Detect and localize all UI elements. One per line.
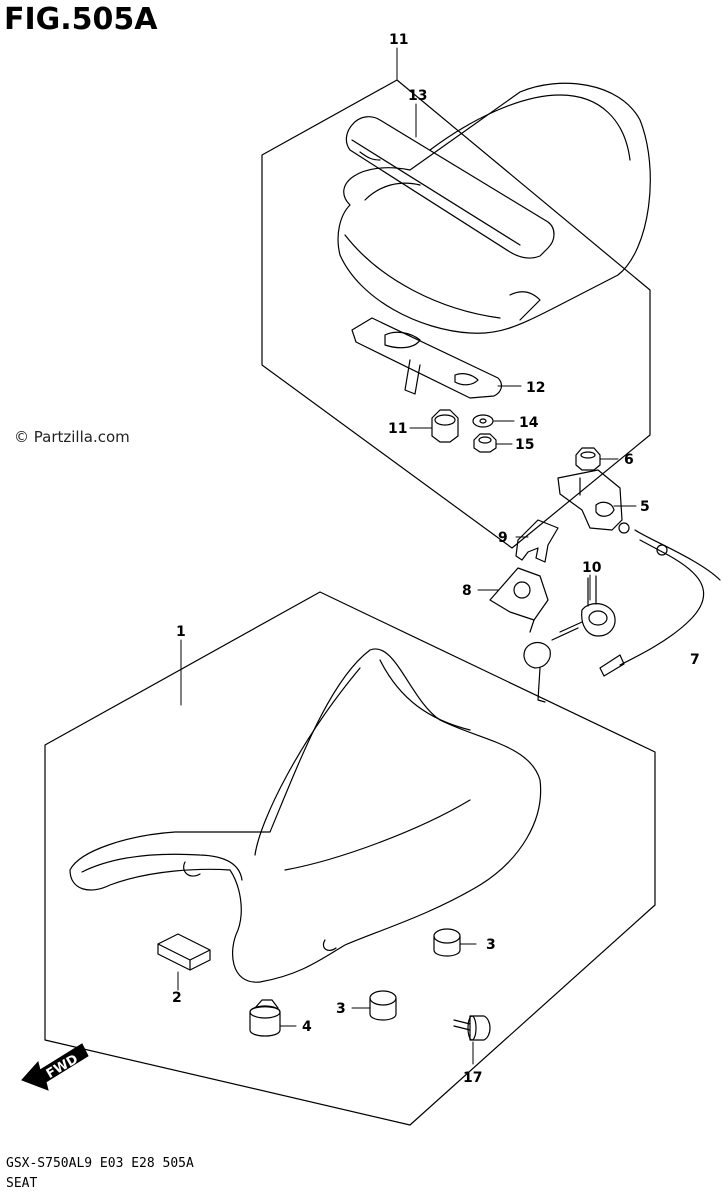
seat-bracket-part bbox=[351, 317, 503, 399]
leader-lines bbox=[177, 47, 637, 1065]
lock-cylinder-part bbox=[523, 575, 616, 703]
nut-part-16 bbox=[473, 433, 497, 453]
callout-8: 8 bbox=[462, 583, 472, 599]
callout-2: 2 bbox=[172, 990, 182, 1006]
watermark: © Partzilla.com bbox=[14, 428, 130, 446]
callout-1: 1 bbox=[176, 624, 186, 640]
bolt-part-17 bbox=[453, 1015, 491, 1041]
figure-title: FIG.505A bbox=[4, 2, 158, 37]
front-seat-group-frame bbox=[44, 591, 656, 1126]
seat-lock-cable-part bbox=[599, 529, 721, 677]
nut-part-6 bbox=[575, 447, 601, 471]
cushion-part-4 bbox=[249, 999, 281, 1037]
washer-part bbox=[472, 414, 494, 428]
callout-labels: 11 13 12 11 14 15 6 5 9 10 8 7 1 2 3 3 4… bbox=[172, 32, 700, 1086]
callout-14: 13 bbox=[408, 88, 427, 104]
callout-7: 7 bbox=[690, 652, 700, 668]
callout-9: 9 bbox=[498, 530, 508, 546]
cushion-part-3a bbox=[433, 928, 461, 957]
model-code: GSX-S750AL9 E03 E28 505A bbox=[6, 1156, 194, 1171]
callout-5: 5 bbox=[640, 499, 650, 515]
callout-3a: 3 bbox=[486, 937, 496, 953]
callout-16: 15 bbox=[515, 437, 534, 453]
rear-seat-group-frame bbox=[261, 79, 651, 549]
damper-part-2 bbox=[157, 933, 211, 971]
callout-17: 17 bbox=[463, 1070, 482, 1086]
callout-10: 10 bbox=[582, 560, 602, 576]
forward-direction-arrow: FWD bbox=[21, 1043, 89, 1091]
cushion-part-12 bbox=[431, 409, 459, 443]
callout-3b: 3 bbox=[336, 1001, 346, 1017]
grab-strap-part bbox=[345, 116, 555, 259]
callout-15: 14 bbox=[519, 415, 539, 431]
callout-6: 6 bbox=[624, 452, 634, 468]
seat-lock-part bbox=[557, 469, 630, 534]
rear-seat-part bbox=[337, 82, 651, 334]
cushion-part-3b bbox=[369, 990, 397, 1021]
callout-4: 4 bbox=[302, 1019, 312, 1035]
lock-bracket-part bbox=[489, 567, 549, 633]
figure-caption: SEAT bbox=[6, 1176, 38, 1191]
callout-12: 11 bbox=[388, 421, 407, 437]
callout-13: 12 bbox=[526, 380, 545, 396]
front-seat-part bbox=[69, 648, 542, 983]
cable-holder-part bbox=[515, 519, 559, 563]
callout-11: 11 bbox=[389, 32, 408, 48]
